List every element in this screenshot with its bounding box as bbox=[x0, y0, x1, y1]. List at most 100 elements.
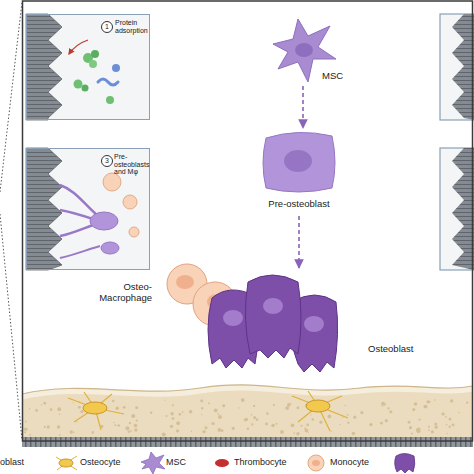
bone-speckle bbox=[201, 407, 203, 409]
bone-speckle bbox=[24, 431, 26, 433]
bone-speckle bbox=[113, 422, 115, 424]
bone-speckle bbox=[414, 402, 417, 405]
bone-speckle bbox=[241, 398, 245, 402]
bone-speckle bbox=[304, 428, 306, 430]
bone-speckle bbox=[80, 410, 83, 413]
bone-speckle bbox=[458, 412, 459, 413]
panel-caption: Pre-osteoblasts and Mφ bbox=[114, 153, 151, 176]
protein bbox=[74, 80, 83, 89]
bone-speckle bbox=[408, 421, 411, 424]
bone-speckle bbox=[380, 422, 383, 425]
bone-speckle bbox=[170, 412, 173, 415]
bone-speckle bbox=[165, 415, 167, 417]
bone-speckle bbox=[191, 431, 193, 433]
panel-fill bbox=[440, 14, 474, 120]
osteocyte-icon bbox=[56, 456, 77, 470]
bone-speckle bbox=[44, 426, 46, 428]
implant-surface bbox=[452, 148, 474, 270]
bone-speckle bbox=[232, 427, 235, 430]
bone-speckle bbox=[409, 426, 412, 429]
bone-speckle bbox=[353, 416, 356, 419]
cell-label: Osteo- Macrophage bbox=[91, 282, 152, 304]
bone-speckle bbox=[172, 404, 174, 406]
bone-speckle bbox=[253, 416, 256, 419]
cell-nucleus bbox=[295, 43, 313, 57]
bone-speckle bbox=[131, 414, 135, 418]
bone-speckle bbox=[434, 423, 437, 426]
monocyte-nucleus bbox=[312, 460, 320, 466]
legend-label: MSC bbox=[166, 457, 186, 467]
bone-speckle bbox=[347, 421, 349, 423]
bone-speckle bbox=[50, 408, 53, 411]
bone-speckle bbox=[424, 405, 428, 409]
callout-number: 3 bbox=[101, 155, 113, 167]
bone-speckle bbox=[57, 407, 61, 411]
pre-osteoblast-cell bbox=[101, 242, 119, 254]
implant-surface bbox=[26, 14, 62, 120]
differentiation-arrow bbox=[298, 216, 300, 268]
bone-speckle bbox=[73, 431, 75, 433]
cell-label: MSC bbox=[322, 71, 343, 82]
bone-speckle bbox=[319, 421, 322, 424]
frame bbox=[23, 1, 473, 441]
bone-speckle bbox=[330, 431, 331, 432]
implant-thread bbox=[22, 437, 473, 447]
bone-speckle bbox=[176, 429, 179, 432]
bone-speckle bbox=[389, 410, 392, 413]
cell-label: Pre-osteoblast bbox=[258, 199, 340, 210]
bone-speckle bbox=[446, 433, 447, 434]
bone-speckle bbox=[136, 419, 138, 421]
protein bbox=[91, 50, 99, 58]
bone-speckle bbox=[130, 430, 132, 432]
bone-speckle bbox=[115, 407, 118, 410]
panel-fill bbox=[26, 148, 150, 270]
bone-speckle bbox=[222, 404, 225, 407]
bone-speckle bbox=[164, 400, 165, 401]
bone-speckle bbox=[238, 407, 239, 408]
thrombocyte-icon bbox=[215, 459, 229, 467]
bone-speckle bbox=[452, 423, 455, 426]
bone-speckle bbox=[200, 399, 203, 402]
bone-speckle bbox=[344, 405, 346, 407]
cell-nucleus bbox=[263, 298, 283, 314]
bone-speckle bbox=[76, 421, 77, 422]
legend-entry: Osteocyte bbox=[80, 457, 121, 467]
bone-speckle bbox=[134, 428, 137, 431]
bone-speckle bbox=[47, 425, 50, 428]
bone-speckle bbox=[414, 403, 416, 405]
bone-speckle bbox=[360, 411, 363, 414]
bone-speckle bbox=[352, 432, 355, 435]
bone-speckle bbox=[310, 414, 311, 415]
legend-entry: Monocyte bbox=[330, 457, 369, 467]
bone-speckle bbox=[218, 415, 222, 419]
bone-speckle bbox=[339, 424, 340, 425]
bone-speckle bbox=[214, 408, 218, 412]
bone-speckle bbox=[189, 410, 193, 414]
bone-speckle bbox=[311, 418, 314, 421]
bone-speckle bbox=[434, 399, 436, 401]
cell-body bbox=[245, 275, 301, 358]
bone-speckle bbox=[172, 417, 175, 420]
bone-speckle bbox=[285, 406, 289, 410]
bone-speckle bbox=[25, 421, 27, 423]
cell-body bbox=[263, 132, 335, 192]
macrophage-cell bbox=[103, 173, 121, 191]
bone-speckle bbox=[308, 432, 309, 433]
bone-speckle bbox=[24, 427, 28, 431]
legend-entry: Thrombocyte bbox=[234, 457, 287, 467]
legend-label: oblast bbox=[0, 457, 24, 467]
bone-speckle bbox=[450, 399, 453, 402]
cell-nucleus bbox=[223, 310, 243, 326]
bone-speckle bbox=[247, 428, 249, 430]
osteocyte bbox=[68, 392, 124, 430]
bone-speckle bbox=[411, 432, 413, 434]
pre-osteoblast-cell: Pre-osteoblast bbox=[258, 128, 340, 216]
bone-speckle bbox=[202, 430, 205, 433]
panel-fill bbox=[26, 14, 150, 120]
panel-fill bbox=[440, 148, 474, 270]
bone-speckle bbox=[266, 412, 269, 415]
panel-caption: Protein adsorption bbox=[115, 19, 151, 34]
bone-speckle bbox=[57, 425, 61, 429]
bone-speckle bbox=[382, 405, 383, 406]
